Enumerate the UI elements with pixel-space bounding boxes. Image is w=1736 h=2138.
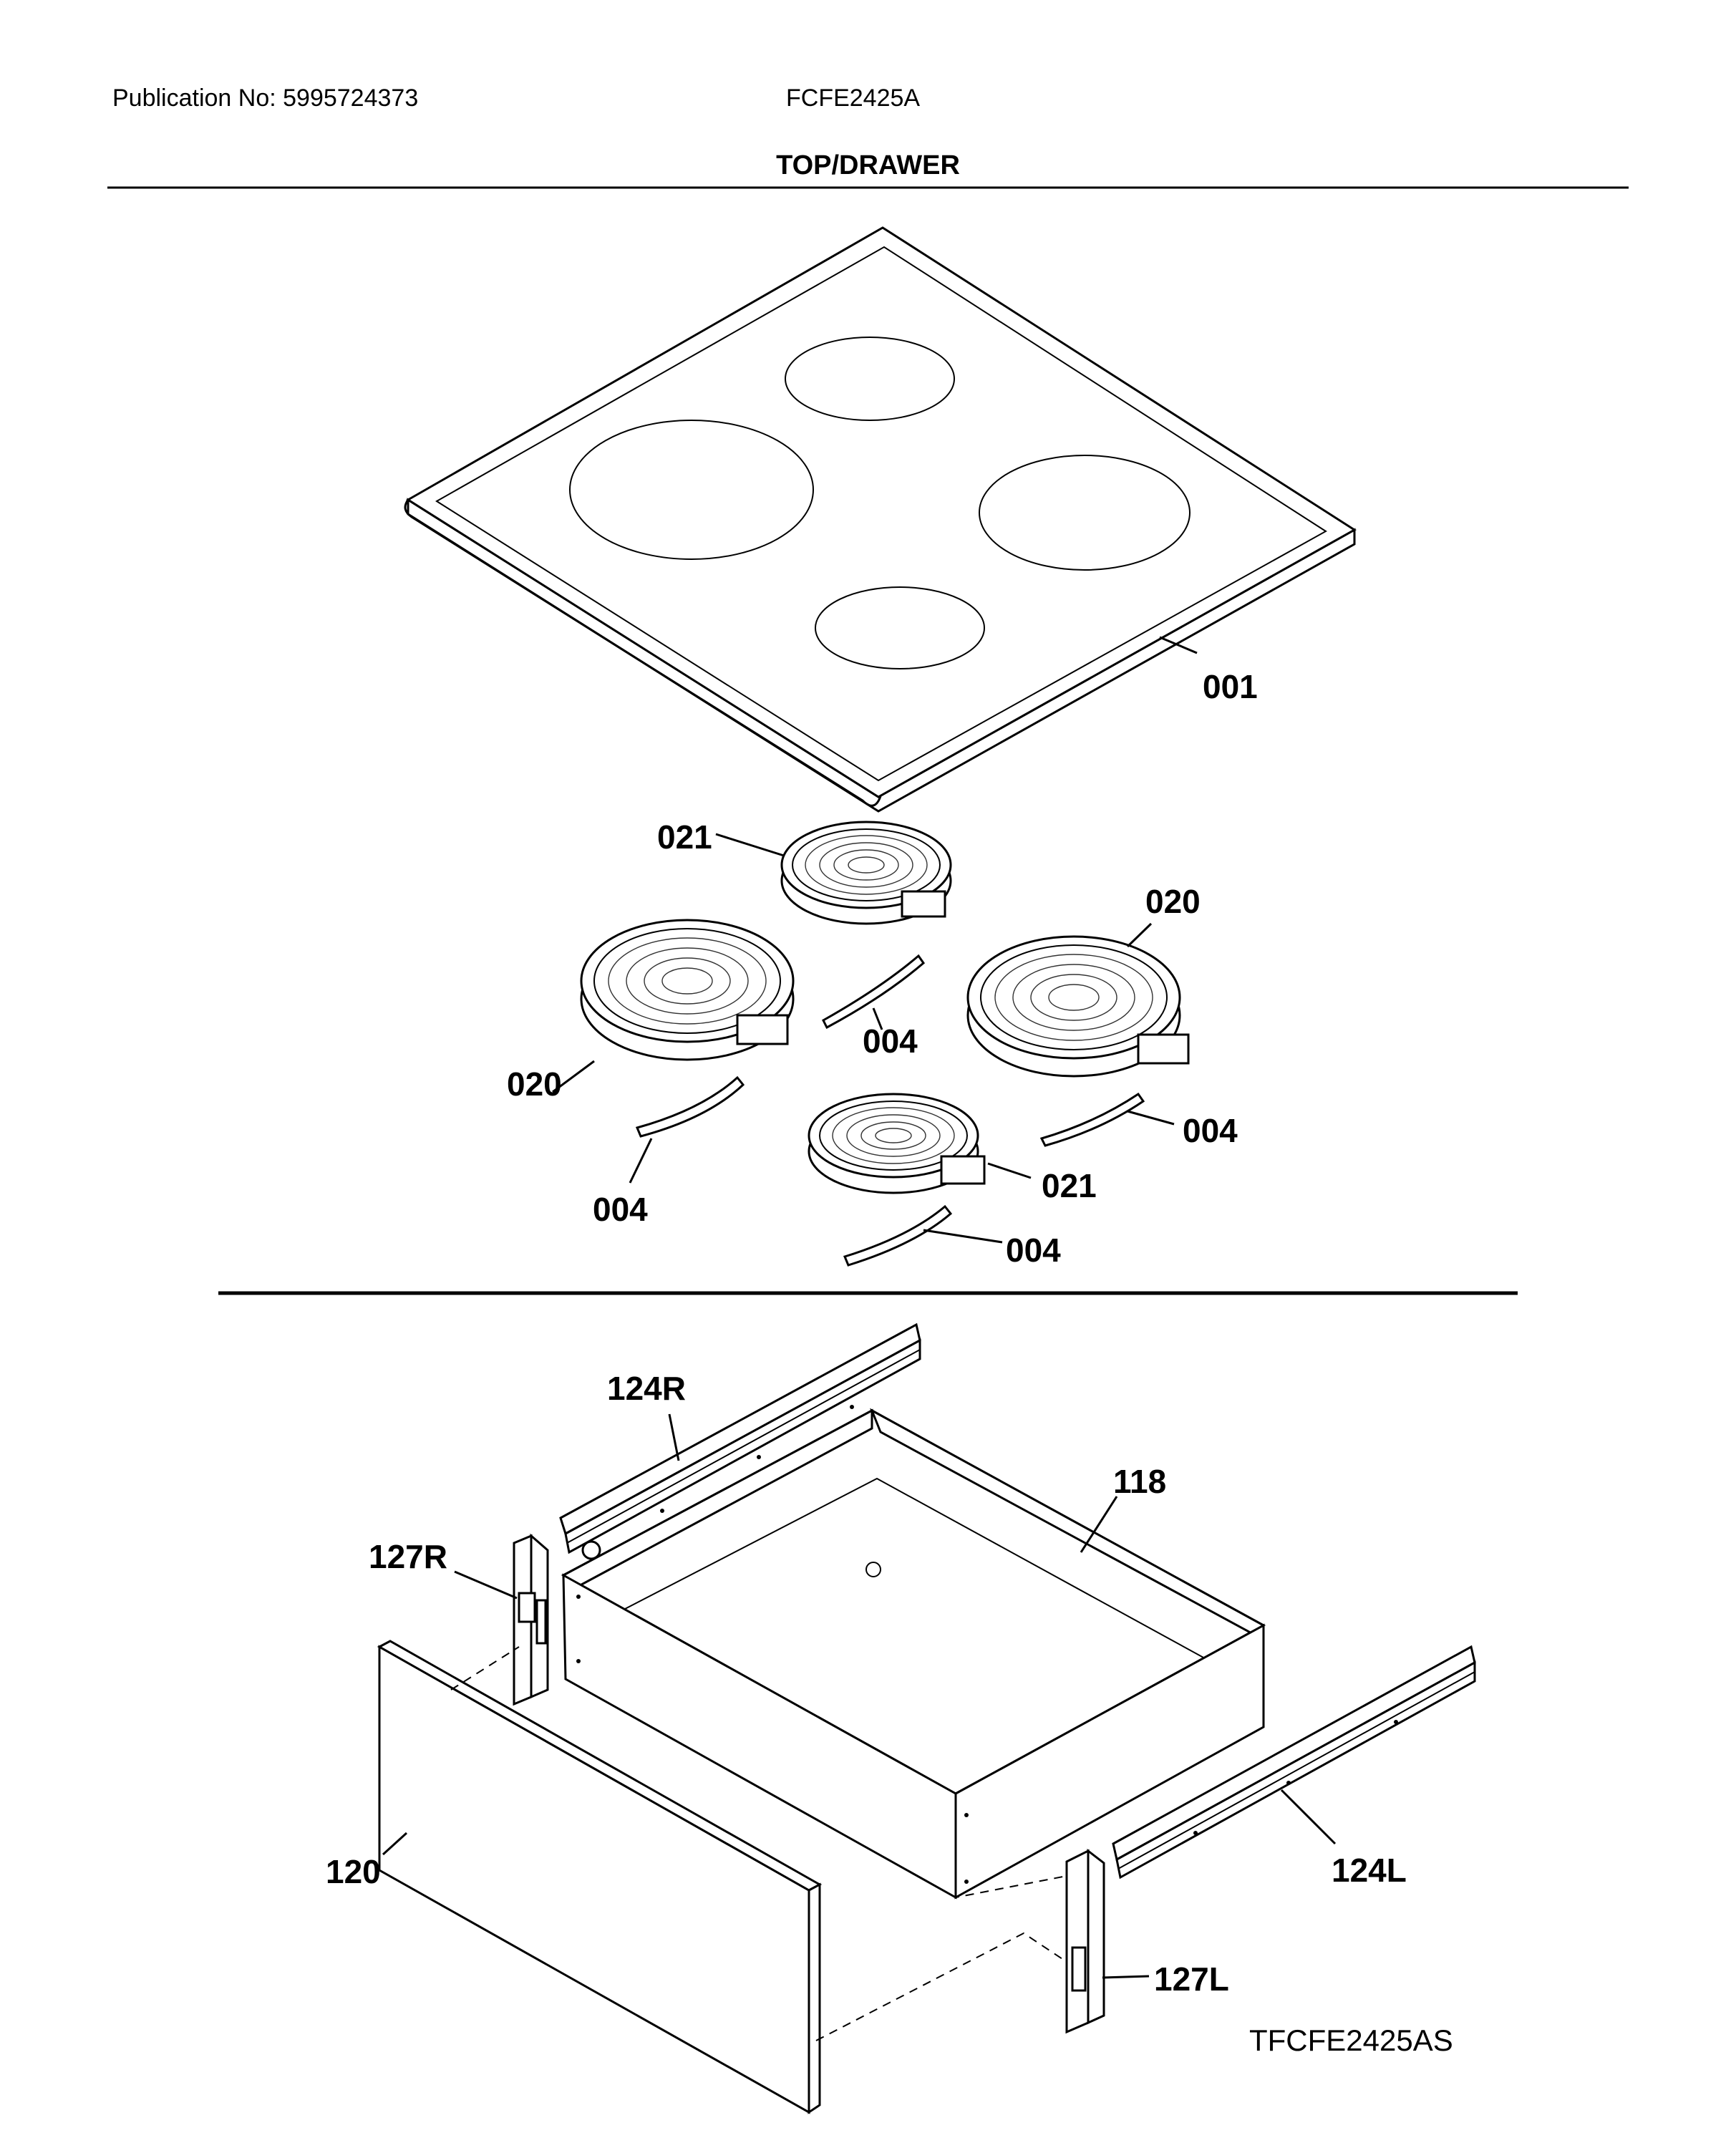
callout-021-rear: 021	[657, 818, 712, 856]
callout-020-left: 020	[507, 1065, 562, 1103]
burner-outline-front	[815, 586, 985, 669]
callout-004-right: 004	[1183, 1112, 1238, 1149]
radiant-element-small-rear[interactable]	[780, 821, 952, 925]
callout-127L: 127L	[1154, 1960, 1229, 1998]
page-title: TOP/DRAWER	[776, 150, 960, 180]
retainer-strap-left[interactable]	[635, 1075, 745, 1138]
burner-outline-left	[569, 420, 814, 560]
retainer-strap-right[interactable]	[1039, 1092, 1145, 1147]
callout-120: 120	[326, 1853, 381, 1890]
radiant-element-large-left[interactable]	[580, 919, 795, 1061]
callout-020-right: 020	[1145, 883, 1201, 920]
drawer-rail-right[interactable]	[559, 1322, 921, 1560]
diagram-code: TFCFE2425AS	[1249, 2023, 1453, 2057]
drawer-front-bracket-left[interactable]	[1065, 1848, 1105, 2034]
model-number: FCFE2425A	[786, 84, 921, 112]
drawer-body[interactable]	[561, 1408, 1266, 1900]
publication-number: Publication No: 5995724373	[112, 84, 419, 112]
assembly-guide-left	[815, 1932, 1067, 2041]
callout-124L: 124L	[1332, 1852, 1407, 1889]
retainer-strap-rear-center[interactable]	[822, 954, 926, 1030]
burner-outline-rear	[785, 337, 955, 421]
radiant-element-large-right[interactable]	[966, 935, 1190, 1078]
drawer-front-panel[interactable]	[377, 1640, 823, 2114]
callout-004-rear-center: 004	[863, 1022, 918, 1060]
callout-021-front: 021	[1042, 1167, 1097, 1204]
drawer-front-bracket-right[interactable]	[513, 1533, 549, 1706]
callout-118: 118	[1113, 1463, 1166, 1500]
cooktop-glass-top[interactable]	[404, 226, 1357, 813]
callout-127R: 127R	[369, 1538, 447, 1575]
callout-004-left: 004	[593, 1191, 648, 1228]
assembly-guide-right	[450, 1646, 520, 1690]
burner-outline-right	[979, 455, 1191, 571]
callout-001: 001	[1203, 668, 1258, 705]
callout-124R: 124R	[607, 1370, 686, 1407]
callout-004-front: 004	[1006, 1232, 1061, 1269]
retainer-strap-front[interactable]	[843, 1204, 953, 1267]
radiant-element-small-front[interactable]	[808, 1093, 986, 1194]
drawer-rail-left[interactable]	[1112, 1645, 1476, 1880]
